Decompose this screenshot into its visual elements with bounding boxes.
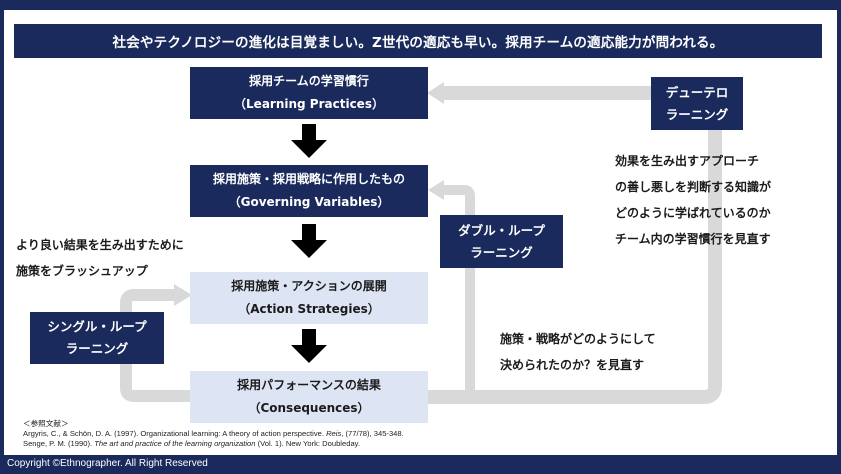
down-arrow-3 (291, 329, 327, 363)
box-governing-variables-jp: 採用施策・採用戦略に作用したもの (212, 172, 405, 187)
box-learning-practices-jp: 採用チームの学習慣行 (249, 74, 369, 89)
copyright-footer: Copyright ©Ethnographer. All Right Reser… (7, 458, 208, 469)
note-deutero-line1: 効果を生み出すアプローチ (615, 154, 760, 168)
note-double-line2: 決められたのか？を見直す (500, 358, 645, 372)
reference-1-journal: Reis (326, 429, 342, 438)
label-single-line2: ラーニング (65, 341, 129, 356)
double-loop-arrowhead (428, 180, 444, 200)
box-consequences-en: （Consequences） (248, 401, 370, 415)
reference-1-pre: Argyris, C., & Schön, D. A. (1997). Orga… (23, 429, 327, 438)
note-single-loop: より良い結果を生み出すために 施策をブラッシュアップ (16, 232, 184, 284)
single-loop-arrowhead (174, 284, 192, 306)
box-consequences-jp: 採用パフォーマンスの結果 (237, 378, 381, 393)
label-deutero-line2: ラーニング (665, 106, 729, 122)
box-action-strategies-en: （Action Strategies） (238, 302, 380, 316)
note-single-line1: より良い結果を生み出すために (16, 238, 184, 252)
references-heading: ＜参照文献＞ (23, 419, 69, 428)
box-governing-variables: 採用施策・採用戦略に作用したもの （Governing Variables） (190, 165, 428, 217)
reference-2-title: The art and practice of the learning org… (94, 439, 256, 448)
label-double-line2: ラーニング (470, 244, 533, 260)
slide-canvas: 社会やテクノロジーの進化は目覚ましい。Z世代の適応も早い。採用チームの適応能力が… (4, 10, 837, 455)
label-double-loop-learning: ダブル・ループ ラーニング (440, 215, 563, 268)
box-action-strategies-jp: 採用施策・アクションの展開 (231, 279, 387, 294)
note-deutero: 効果を生み出すアプローチ の善し悪しを判断する知識が どのように学ばれているのか… (615, 148, 771, 252)
reference-2-pre: Senge, P. M. (1990). (23, 439, 95, 448)
down-arrow-1 (291, 124, 327, 158)
note-deutero-line4: チーム内の学習慣行を見直す (615, 232, 771, 246)
note-deutero-line2: の善し悪しを判断する知識が (615, 180, 772, 194)
note-deutero-line3: どのように学ばれているのか (615, 206, 771, 220)
note-double-line1: 施策・戦略がどのようにして (500, 332, 656, 346)
label-deutero-line1: デューテロ (665, 84, 729, 100)
note-double-loop: 施策・戦略がどのようにして 決められたのか？を見直す (500, 326, 656, 378)
down-arrow-2 (291, 224, 327, 258)
reference-1-post: , (77/78), 345-348. (341, 429, 404, 438)
note-single-line2: 施策をブラッシュアップ (16, 264, 148, 278)
reference-1: Argyris, C., & Schön, D. A. (1997). Orga… (23, 429, 404, 439)
box-learning-practices-en: （Learning Practices） (234, 97, 384, 111)
headline-banner: 社会やテクノロジーの進化は目覚ましい。Z世代の適応も早い。採用チームの適応能力が… (14, 24, 822, 58)
label-double-line1: ダブル・ループ (458, 222, 545, 238)
deutero-loop-path (424, 130, 722, 404)
label-deutero-learning: デューテロ ラーニング (651, 77, 743, 130)
box-action-strategies: 採用施策・アクションの展開 （Action Strategies） (190, 272, 428, 324)
reference-2: Senge, P. M. (1990). The art and practic… (23, 439, 404, 449)
reference-2-post: (Vol. 1). New York: Doubleday. (255, 439, 361, 448)
references: ＜参照文献＞ Argyris, C., & Schön, D. A. (1997… (23, 419, 404, 449)
double-loop-path (442, 185, 475, 397)
box-learning-practices: 採用チームの学習慣行 （Learning Practices） (190, 67, 428, 119)
box-consequences: 採用パフォーマンスの結果 （Consequences） (190, 371, 428, 423)
label-single-loop-learning: シングル・ループ ラーニング (30, 312, 164, 364)
label-single-line1: シングル・ループ (47, 319, 147, 335)
deutero-arrowhead (427, 82, 444, 104)
box-governing-variables-en: （Governing Variables） (228, 195, 390, 209)
